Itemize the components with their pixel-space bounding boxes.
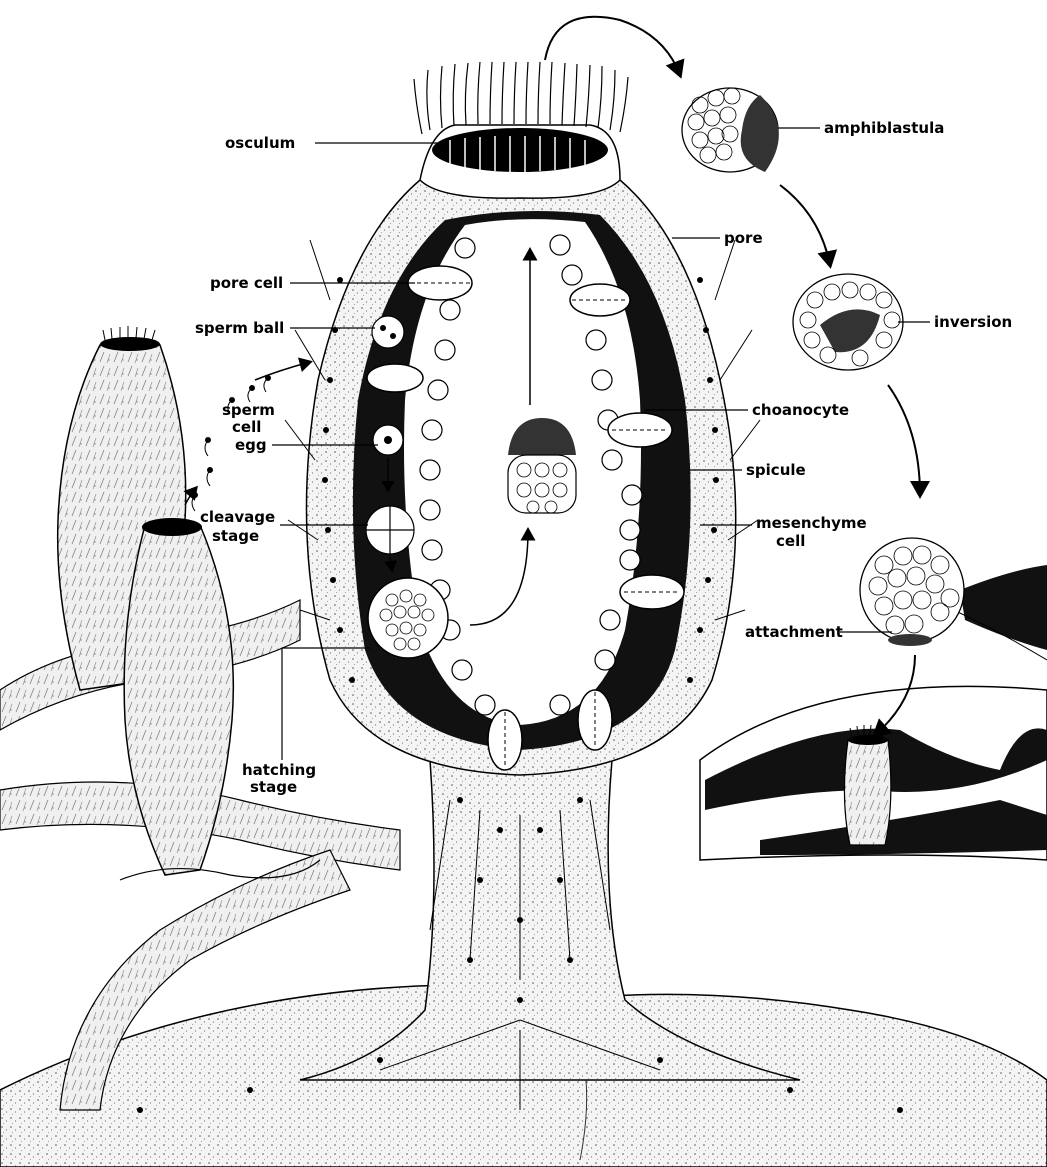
- label-mesenchyme-line1: mesenchyme: [756, 514, 867, 532]
- inversion-larva: [793, 274, 903, 370]
- label-cleavage-line1: cleavage: [200, 508, 275, 526]
- free-larva: [508, 418, 576, 513]
- label-sperm-ball: sperm ball: [195, 319, 284, 337]
- label-choanocyte: choanocyte: [752, 401, 849, 419]
- label-attachment: attachment: [745, 623, 843, 641]
- label-pore: pore: [724, 229, 763, 247]
- label-osculum: osculum: [225, 134, 295, 152]
- label-sperm-cell-line1: sperm: [222, 401, 275, 419]
- young-sponge: [844, 725, 890, 845]
- label-spicule: spicule: [746, 461, 806, 479]
- sperm-arrow: [255, 362, 310, 380]
- cycle-arrow-3: [888, 385, 920, 495]
- osculum-spicules: [414, 62, 628, 134]
- label-cleavage-line2: stage: [212, 527, 259, 545]
- label-hatching-line1: hatching: [242, 761, 316, 779]
- amphiblastula-larva: [682, 88, 779, 172]
- main-sponge: [137, 62, 903, 1113]
- egg-cell: [373, 425, 403, 455]
- label-sperm-cell-line2: cell: [232, 418, 261, 436]
- hatching-embryo: [368, 578, 448, 658]
- label-hatching-line2: stage: [250, 778, 297, 796]
- label-pore-cell: pore cell: [210, 274, 283, 292]
- cleavage-embryo: [366, 506, 414, 554]
- label-inversion: inversion: [934, 313, 1012, 331]
- label-amphiblastula: amphiblastula: [824, 119, 944, 137]
- attaching-larva: [860, 538, 964, 646]
- label-mesenchyme-line2: cell: [776, 532, 805, 550]
- sperm-ball: [372, 316, 404, 348]
- label-egg: egg: [235, 436, 267, 454]
- cycle-arrow-2: [780, 185, 830, 265]
